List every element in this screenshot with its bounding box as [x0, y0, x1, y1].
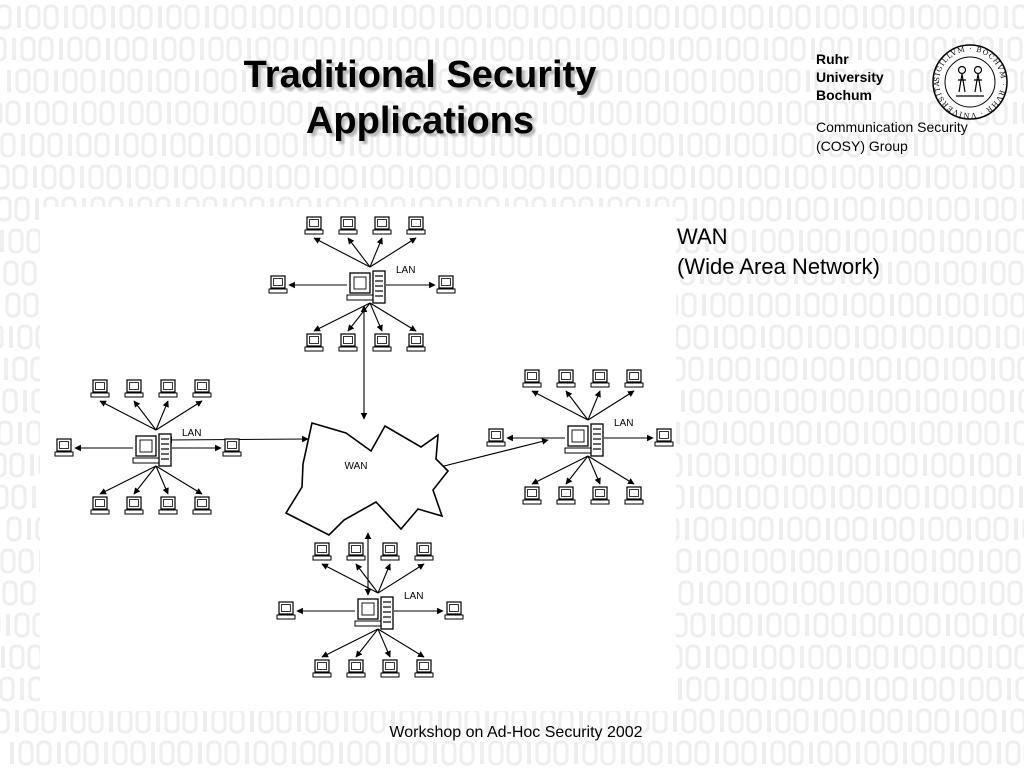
university-name-line-3: Bochum [816, 87, 872, 103]
workstation-icon [556, 486, 576, 505]
lan-server-icon [354, 596, 394, 630]
workstation-icon [414, 542, 434, 561]
lan-label: LAN [182, 428, 201, 439]
caption-line-2: (Wide Area Network) [677, 254, 880, 279]
workstation-icon [158, 379, 178, 398]
workstation-icon [90, 496, 110, 515]
workstation-icon [372, 216, 392, 235]
workstation-icon [444, 601, 464, 620]
footer-text: Workshop on Ad-Hoc Security 2002 [389, 724, 643, 741]
lan-server-icon [564, 423, 604, 457]
workstation-icon [436, 275, 456, 294]
workstation-icon [624, 369, 644, 388]
workstation-icon [414, 659, 434, 678]
wan-label: WAN [345, 461, 368, 472]
workstation-icon [268, 275, 288, 294]
workstation-icon [346, 542, 366, 561]
university-name-line-2: University [816, 69, 884, 85]
workstation-icon [372, 333, 392, 352]
wan-cloud: WAN [284, 421, 450, 536]
workstation-icon [338, 333, 358, 352]
workstation-icon [124, 379, 144, 398]
workstation-icon [192, 379, 212, 398]
workstation-icon [90, 379, 110, 398]
group-name-line-2: (COSY) Group [816, 138, 908, 154]
workstation-icon [486, 428, 506, 447]
slide-title: Traditional Security Applications [160, 52, 680, 144]
workstation-icon [222, 438, 242, 457]
university-name-line-1: Ruhr [816, 51, 849, 67]
workstation-icon [346, 659, 366, 678]
workstation-icon [590, 369, 610, 388]
workstation-icon [276, 601, 296, 620]
workstation-icon [380, 542, 400, 561]
workstation-icon [590, 486, 610, 505]
workstation-icon [192, 496, 212, 515]
workstation-icon [522, 369, 542, 388]
lan-label: LAN [614, 418, 633, 429]
lan-label: LAN [404, 591, 423, 602]
wan-network-diagram: LAN LAN LAN LAN WAN [54, 216, 674, 678]
workstation-icon [338, 216, 358, 235]
university-seal-logo: SIGILLVM · BOCHVM · RVHR · VNIVERSITAT [930, 42, 1008, 120]
caption-line-1: WAN [677, 224, 728, 249]
workstation-icon [406, 216, 426, 235]
workstation-icon [654, 428, 674, 447]
workstation-icon [54, 438, 74, 457]
workstation-icon [406, 333, 426, 352]
slide-title-line-2: Applications [305, 100, 535, 142]
workstation-icon [304, 333, 324, 352]
lan-server-icon [346, 270, 386, 304]
university-name: Ruhr University Bochum [816, 50, 884, 104]
lan-server-icon [132, 433, 172, 467]
workstation-icon [312, 659, 332, 678]
workstation-icon [522, 486, 542, 505]
group-name-line-1: Communication Security [816, 119, 968, 135]
workstation-icon [158, 496, 178, 515]
workstation-icon [624, 486, 644, 505]
workstation-icon [380, 659, 400, 678]
workstation-icon [556, 369, 576, 388]
workstation-icon [312, 542, 332, 561]
workstation-icon [304, 216, 324, 235]
lan-label: LAN [396, 265, 415, 276]
diagram-caption: WAN (Wide Area Network) [677, 222, 880, 282]
slide-title-line-1: Traditional Security [243, 54, 597, 96]
group-name: Communication Security (COSY) Group [816, 118, 968, 156]
workstation-icon [124, 496, 144, 515]
